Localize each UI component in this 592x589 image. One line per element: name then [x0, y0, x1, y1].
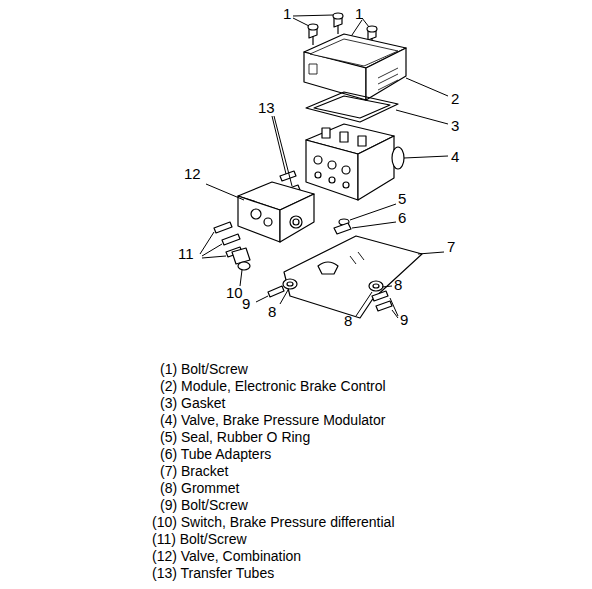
combination-valve — [238, 182, 314, 242]
callout-number: 8 — [344, 313, 352, 328]
callout-number: 9 — [242, 296, 250, 311]
callout-number: 8 — [268, 304, 276, 319]
callout-number: 8 — [394, 277, 402, 292]
brake-control-module — [304, 34, 406, 100]
callout-number: 2 — [451, 91, 459, 106]
parts-list-entry: (6) Tube Adapters — [160, 447, 271, 461]
parts-list-entry: (2) Module, Electronic Brake Control — [160, 379, 386, 393]
parts-list-entry: (5) Seal, Rubber O Ring — [160, 430, 310, 444]
callout-number: 6 — [398, 210, 406, 225]
callout-number: 3 — [451, 118, 459, 133]
parts-list-entry: (8) Grommet — [160, 481, 239, 495]
parts-list-entry: (10) Switch, Brake Pressure differential — [152, 515, 395, 529]
callout-number: 7 — [447, 239, 455, 254]
parts-list-entry: (13) Transfer Tubes — [152, 566, 274, 580]
callout-number: 1 — [283, 6, 291, 21]
parts-list-entry: (9) Bolt/Screw — [160, 498, 248, 512]
callout-number: 4 — [451, 149, 459, 164]
bolt — [268, 286, 392, 311]
parts-list-entry: (12) Valve, Combination — [152, 549, 301, 563]
tube-adapter — [334, 223, 351, 234]
parts-list-entry: (1) Bolt/Screw — [160, 362, 248, 376]
gasket — [306, 92, 398, 122]
grommet — [283, 279, 383, 291]
pressure-switch — [232, 248, 250, 270]
callout-number: 12 — [184, 166, 201, 181]
callout-number: 10 — [226, 285, 243, 300]
callout-number: 13 — [258, 100, 275, 115]
parts-list-entry: (7) Bracket — [160, 464, 228, 478]
callout-number: 9 — [400, 312, 408, 327]
callout-number: 11 — [178, 246, 194, 261]
callout-number: 5 — [398, 191, 406, 206]
brake-pressure-modulator — [306, 124, 404, 200]
parts-list-entry: (3) Gasket — [160, 396, 225, 410]
parts-list-entry: (11) Bolt/Screw — [152, 532, 247, 546]
bracket — [284, 236, 422, 318]
callout-number: 1 — [355, 6, 363, 21]
parts-list-entry: (4) Valve, Brake Pressure Modulator — [160, 413, 385, 427]
